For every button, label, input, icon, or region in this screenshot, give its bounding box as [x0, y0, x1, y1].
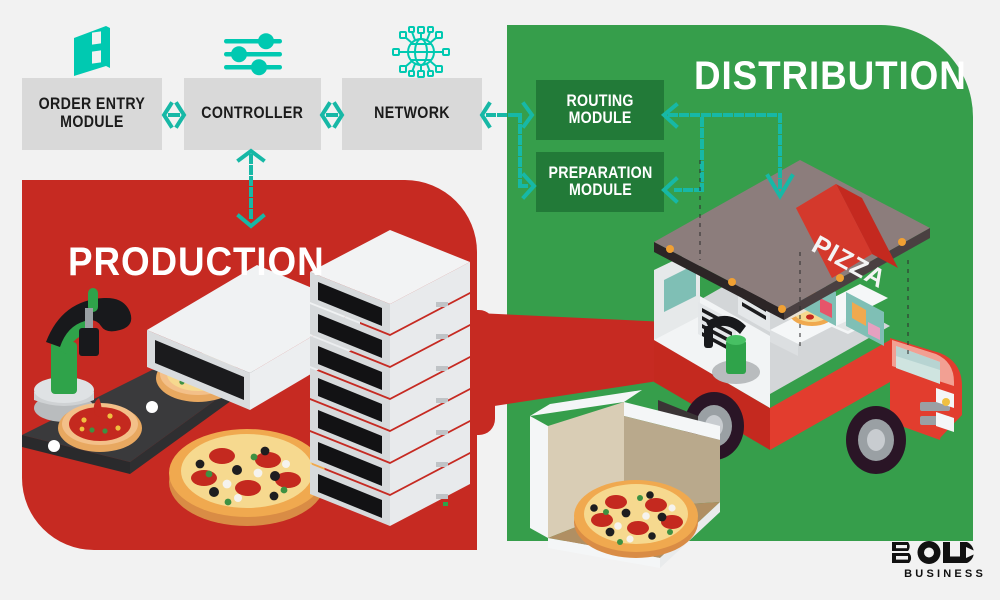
open-pizza-box-illustration: [530, 390, 720, 568]
module-label-order-entry: ORDER ENTRY MODULE: [38, 95, 146, 131]
module-box-network[interactable]: NETWORK: [342, 78, 482, 150]
production-panel-title: PRODUCTION: [68, 240, 325, 284]
bold-wordmark: [892, 541, 978, 564]
network-globe-icon: [392, 26, 450, 78]
distribution-panel-title: DISTRIBUTION: [694, 54, 967, 98]
pizza-in-box: [574, 480, 698, 558]
connector-network-to-distribution-modules: [479, 101, 537, 200]
server-rack-stack: [310, 230, 470, 526]
connector-controller-to-production: [236, 148, 266, 229]
sliders-settings-icon: [224, 33, 282, 76]
module-box-order-entry[interactable]: ORDER ENTRY MODULE: [22, 78, 162, 150]
order-form-icon: [74, 26, 110, 76]
module-label-preparation: PREPARATION MODULE: [547, 163, 653, 199]
pizza-production-illustration: [22, 230, 470, 526]
pizza-sauce-on-belt: [58, 398, 142, 452]
module-label-controller: CONTROLLER: [201, 104, 304, 123]
finished-pizza: [169, 429, 325, 526]
pizza-food-truck-illustration: PIZZA: [654, 160, 962, 474]
connector-order-entry-to-controller: [161, 101, 187, 129]
truck-guide-dotted-lines: [699, 160, 909, 356]
module-box-preparation[interactable]: PREPARATION MODULE: [536, 152, 664, 212]
module-box-routing[interactable]: ROUTING MODULE: [536, 80, 664, 140]
connector-controller-to-network: [319, 101, 345, 129]
business-wordmark: BUSINESS: [904, 568, 986, 580]
module-label-network: NETWORK: [374, 104, 450, 123]
connector-truck-to-routing: [660, 102, 795, 200]
module-box-controller[interactable]: CONTROLLER: [184, 78, 321, 150]
bold-business-logo: BUSINESS: [890, 540, 986, 582]
module-label-routing: ROUTING MODULE: [566, 91, 634, 127]
connector-truck-to-preparation: [661, 117, 704, 204]
